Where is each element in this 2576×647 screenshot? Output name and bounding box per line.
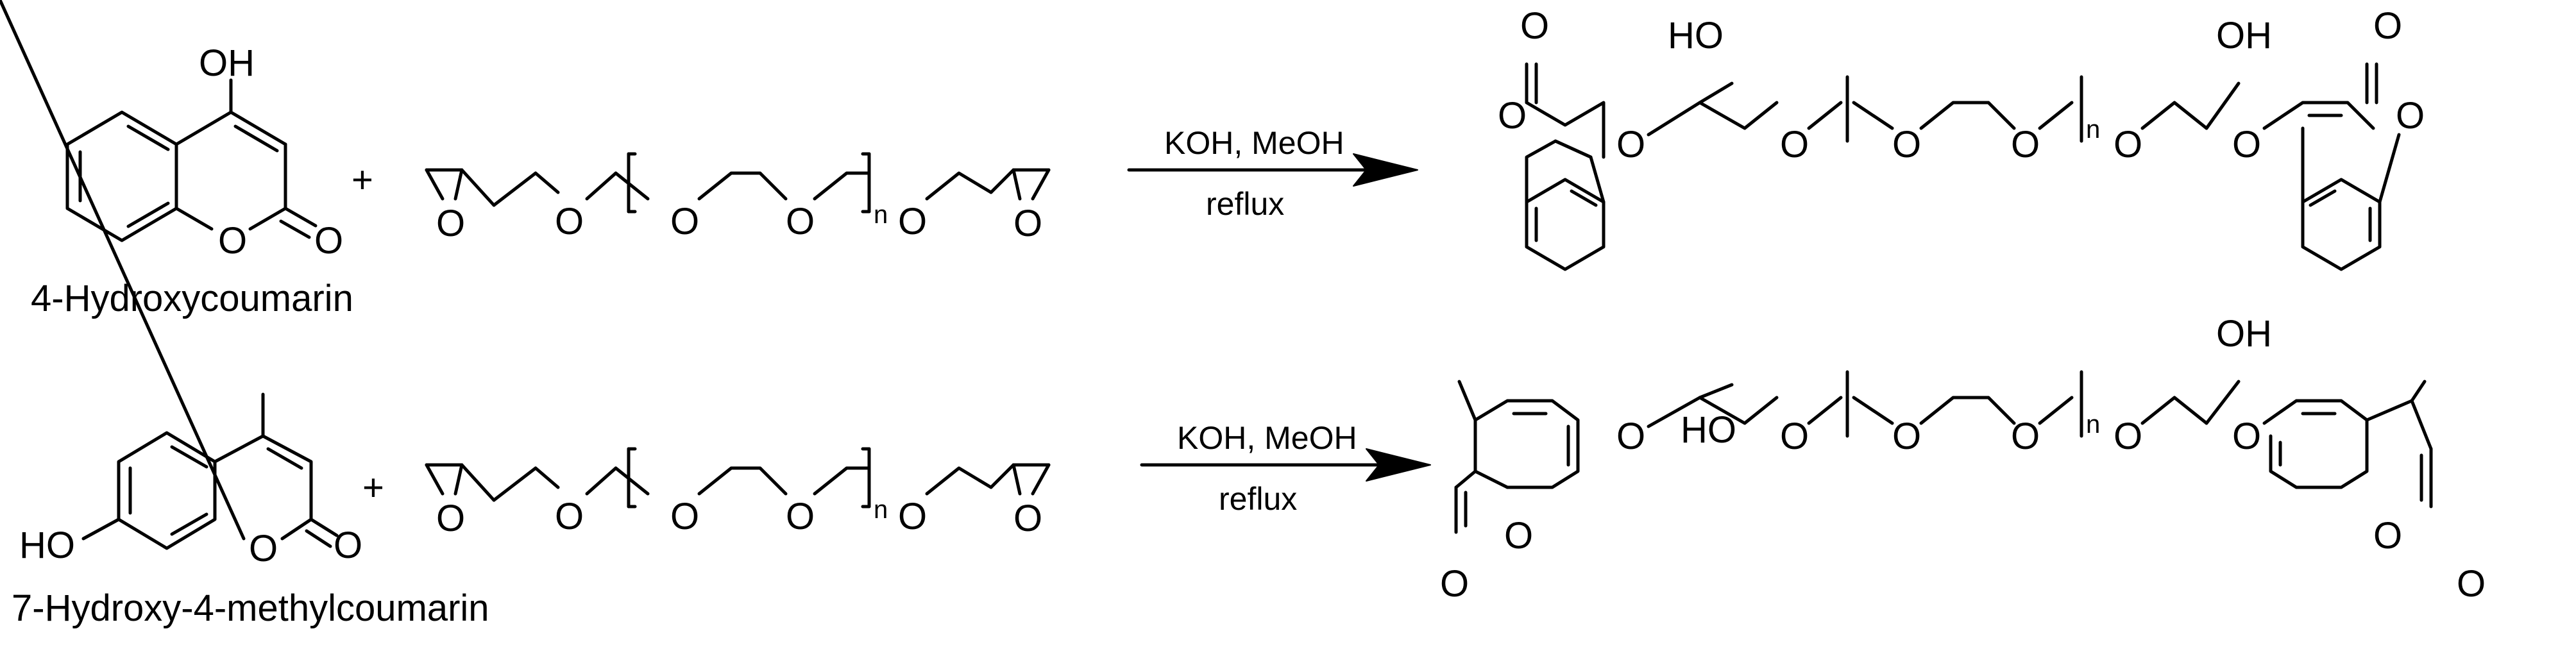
atom-ether-o: O: [2114, 124, 2142, 165]
reaction-arrow-2: KOH, MeOH reflux: [1140, 420, 1431, 517]
atom-ether-o: O: [1892, 124, 1921, 165]
reaction-1: OH O O 4-Hydroxycoumarin + O O O O: [31, 5, 2425, 319]
atom-ether-o: O: [555, 496, 584, 537]
atom-ring-o: O: [1504, 515, 1533, 557]
atom-ether-o: O: [670, 201, 699, 242]
repeat-n: n: [874, 201, 888, 229]
atom-epoxide-o: O: [1013, 203, 1042, 244]
reaction-2: O O HO 7-Hydroxy-4-methylcoumarin + O O …: [0, 0, 2486, 629]
reactant-4-hydroxycoumarin: OH O O: [65, 42, 343, 262]
atom-ether-o: O: [898, 201, 927, 242]
atom-hydroxyl: OH: [2216, 15, 2272, 56]
atom-ring-o: O: [2373, 515, 2402, 557]
atom-ether-o: O: [2232, 416, 2261, 457]
reactant-7-hydroxy-4-methylcoumarin: O O HO: [0, 0, 362, 569]
product-2: O O HO O O O O n O OH O: [1440, 313, 2486, 605]
conditions-reagents: KOH, MeOH: [1164, 125, 1344, 161]
atom-ether-o: O: [1780, 124, 1809, 165]
atom-carbonyl-o: O: [1520, 5, 1549, 47]
conditions-temperature: reflux: [1206, 186, 1284, 222]
product-1: O O O HO O O O n O OH O: [1498, 5, 2425, 271]
atom-hydroxyl: HO: [1681, 409, 1736, 451]
atom-ether-o: O: [1616, 416, 1645, 457]
atom-ring-o: O: [2396, 95, 2425, 137]
atom-hydroxyl: HO: [19, 525, 75, 566]
atom-epoxide-o: O: [436, 203, 465, 244]
atom-carbonyl-o: O: [2457, 563, 2486, 605]
atom-ring-o: O: [1498, 95, 1527, 137]
conditions-temperature: reflux: [1219, 481, 1297, 517]
repeat-n: n: [2086, 410, 2100, 439]
atom-ether-o: O: [670, 496, 699, 537]
atom-epoxide-o: O: [436, 498, 465, 539]
atom-ether-o: O: [2114, 416, 2142, 457]
atom-ether-o: O: [786, 496, 815, 537]
atom-ether-o: O: [898, 496, 927, 537]
atom-epoxide-o: O: [1013, 498, 1042, 539]
atom-ether-o: O: [2232, 124, 2261, 165]
conditions-reagents: KOH, MeOH: [1177, 420, 1357, 456]
atom-ether-o: O: [555, 201, 584, 242]
atom-carbonyl-o: O: [314, 220, 343, 262]
repeat-n: n: [2086, 115, 2100, 144]
atom-ring-o: O: [218, 220, 247, 262]
repeat-n: n: [874, 496, 888, 524]
atom-carbonyl-o: O: [334, 525, 362, 566]
atom-ether-o: O: [786, 201, 815, 242]
benzene-ring: [65, 110, 178, 242]
atom-oh: OH: [199, 42, 255, 84]
reaction-arrow-1: KOH, MeOH reflux: [1127, 125, 1418, 222]
atom-hydroxyl: HO: [1668, 15, 1724, 56]
atom-hydroxyl: OH: [2216, 313, 2272, 355]
atom-ether-o: O: [1780, 416, 1809, 457]
plus-sign: +: [362, 467, 384, 508]
atom-ether-o: O: [2011, 416, 2040, 457]
reactant-peg-diglycidyl-ether: O O O O n O O: [425, 447, 1051, 539]
plus-sign: +: [352, 159, 373, 201]
atom-ether-o: O: [1616, 124, 1645, 165]
atom-ether-o: O: [1892, 416, 1921, 457]
atom-carbonyl-o: O: [1440, 563, 1469, 605]
atom-ether-o: O: [2011, 124, 2040, 165]
atom-carbonyl-o: O: [2373, 5, 2402, 47]
reactant-peg-diglycidyl-ether: O O O O n O O: [425, 152, 1051, 244]
reactant-label: 7-Hydroxy-4-methylcoumarin: [12, 587, 489, 629]
atom-ring-o: O: [249, 528, 278, 569]
reactant-label: 4-Hydroxycoumarin: [31, 278, 353, 319]
